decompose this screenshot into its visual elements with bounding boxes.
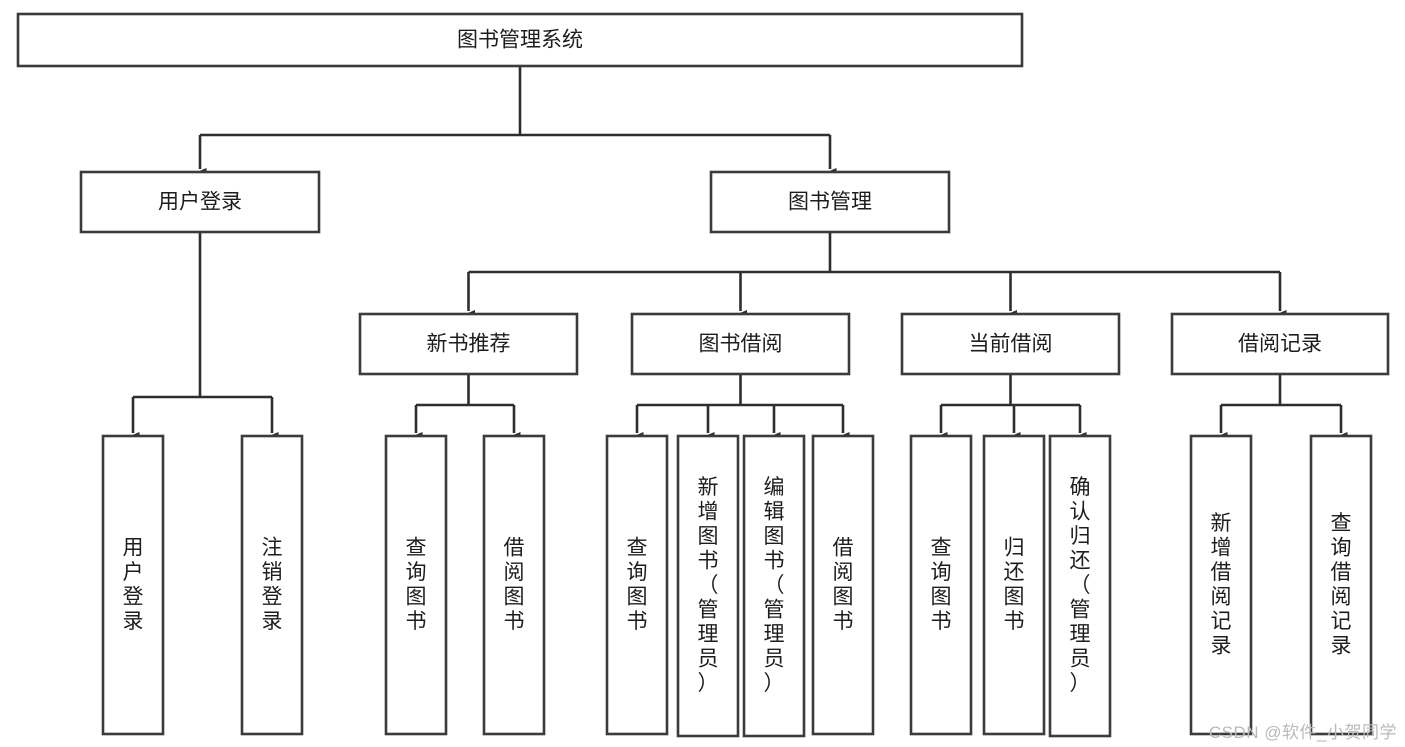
- node-box-user-login: [79, 170, 321, 234]
- node-box-return-book: [982, 434, 1046, 736]
- node-box-borrow-book-2: [811, 434, 875, 736]
- node-box-new-book-recommend: [358, 312, 579, 376]
- node-label-undefined: 图书管理系统: [457, 29, 583, 52]
- node-label-book-management: 图书管理: [788, 191, 872, 214]
- node-box-query-book-2: [605, 434, 669, 736]
- node-label-query-book-2: 查询图书: [627, 536, 648, 633]
- node-label-borrow-book-1: 借阅图书: [504, 536, 525, 633]
- node-box-borrow-records: [1170, 312, 1390, 376]
- node-box-user-login-do: [101, 434, 165, 736]
- node-box-borrow-book-1: [482, 434, 546, 736]
- node-box-query-borrow-record: [1309, 434, 1373, 736]
- node-book-management[interactable]: 图书管理: [709, 170, 951, 234]
- node-label-query-book-1: 查询图书: [406, 536, 427, 633]
- node-label-query-book-3: 查询图书: [931, 536, 952, 633]
- node-new-book-recommend[interactable]: 新书推荐: [358, 312, 579, 376]
- node-label-return-book: 归还图书: [1004, 536, 1025, 633]
- node-box-edit-book-admin: [742, 434, 806, 738]
- node-query-book-1[interactable]: 查询图书: [384, 434, 448, 736]
- node-add-borrow-record[interactable]: 新增借阅记录: [1189, 434, 1253, 736]
- node-label-edit-book-admin: 编辑图书（管理员）: [764, 476, 785, 695]
- node-box-query-book-1: [384, 434, 448, 736]
- connector-layer: [126, 66, 1348, 443]
- node-query-borrow-record[interactable]: 查询借阅记录: [1309, 434, 1373, 736]
- node-return-book[interactable]: 归还图书: [982, 434, 1046, 736]
- node-label-user-login: 用户登录: [158, 191, 242, 214]
- node-label-user-login-do: 用户登录: [123, 536, 144, 633]
- node-box-current-borrow: [900, 312, 1121, 376]
- node-box-book-borrow: [630, 312, 851, 376]
- node-add-book-admin[interactable]: 新增图书（管理员）: [676, 434, 740, 738]
- node-book-borrow[interactable]: 图书借阅: [630, 312, 851, 376]
- node-label-query-borrow-record: 查询借阅记录: [1331, 512, 1352, 658]
- node-box-query-book-3: [909, 434, 973, 736]
- node-label-book-borrow: 图书借阅: [699, 333, 783, 356]
- node-user-login[interactable]: 用户登录: [79, 170, 321, 234]
- node-layer: 图书管理系统用户登录图书管理用户登录注销登录新书推荐查询图书借阅图书图书借阅查询…: [16, 12, 1390, 738]
- node-box-add-borrow-record: [1189, 434, 1253, 736]
- node-label-confirm-return-admin: 确认归还（管理员）: [1070, 476, 1091, 695]
- node-query-book-2[interactable]: 查询图书: [605, 434, 669, 736]
- node-confirm-return-admin[interactable]: 确认归还（管理员）: [1048, 434, 1112, 738]
- node-label-borrow-book-2: 借阅图书: [833, 536, 854, 633]
- node-user-login-do[interactable]: 用户登录: [101, 434, 165, 736]
- node-label-user-logout: 注销登录: [262, 536, 283, 633]
- node-undefined[interactable]: 图书管理系统: [16, 12, 1024, 68]
- node-box-undefined: [16, 12, 1024, 68]
- node-label-new-book-recommend: 新书推荐: [427, 333, 511, 356]
- node-box-user-logout: [240, 434, 304, 736]
- node-box-book-management: [709, 170, 951, 234]
- node-query-book-3[interactable]: 查询图书: [909, 434, 973, 736]
- node-borrow-records[interactable]: 借阅记录: [1170, 312, 1390, 376]
- node-user-logout[interactable]: 注销登录: [240, 434, 304, 736]
- node-label-add-book-admin: 新增图书（管理员）: [698, 476, 719, 695]
- node-box-confirm-return-admin: [1048, 434, 1112, 738]
- node-current-borrow[interactable]: 当前借阅: [900, 312, 1121, 376]
- node-edit-book-admin[interactable]: 编辑图书（管理员）: [742, 434, 806, 738]
- node-label-add-borrow-record: 新增借阅记录: [1211, 512, 1232, 658]
- node-box-add-book-admin: [676, 434, 740, 738]
- node-label-borrow-records: 借阅记录: [1238, 333, 1322, 356]
- watermark-label: CSDN @软件_小贺同学: [1208, 723, 1397, 742]
- node-borrow-book-1[interactable]: 借阅图书: [482, 434, 546, 736]
- node-label-current-borrow: 当前借阅: [969, 333, 1053, 356]
- node-borrow-book-2[interactable]: 借阅图书: [811, 434, 875, 736]
